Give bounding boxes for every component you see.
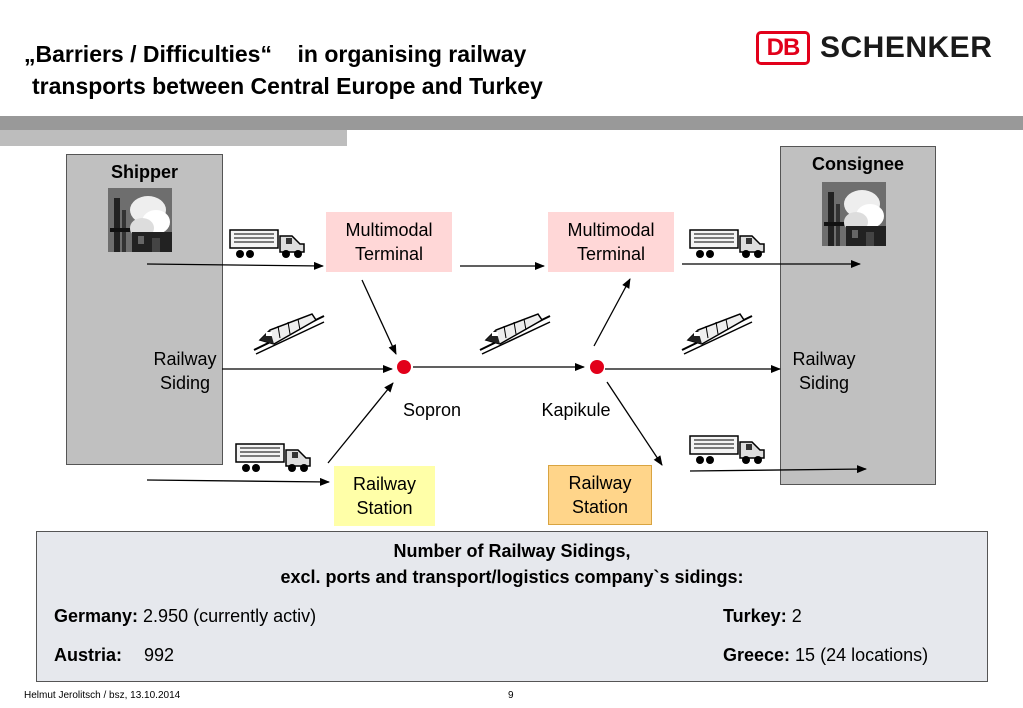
terminal-left-line-1: Multimodal — [345, 220, 433, 240]
title-line-1: „Barriers / Difficulties“ in organising … — [24, 41, 527, 67]
turkey-value: 2 — [786, 606, 802, 626]
arrow-shipper-to-station — [146, 477, 330, 486]
station-left-line-1: Railway — [352, 474, 417, 494]
railway-station-right: Railway Station — [548, 465, 652, 525]
austria-entry: Austria: 992 — [54, 645, 174, 666]
footer-author: Helmut Jerolitsch / bsz, 13.10.2014 — [24, 690, 181, 701]
station-left-line-2: Station — [356, 498, 413, 518]
consignee-label: Consignee — [811, 154, 904, 174]
railway-station-left: Railway Station — [334, 466, 435, 526]
turkey-label: Turkey: — [723, 606, 787, 626]
title-line-2: transports between Central Europe and Tu… — [32, 73, 543, 99]
left-siding-line-2: Siding — [159, 373, 211, 393]
train-icon — [681, 313, 753, 355]
arrow-terminal-to-sopron — [361, 279, 397, 355]
node-label-kapikule: Kapikule — [541, 400, 611, 420]
multimodal-terminal-right: Multimodal Terminal — [548, 212, 674, 272]
station-right-line-1: Railway — [568, 473, 632, 493]
arrow-shipper-to-terminal — [146, 261, 324, 270]
node-sopron — [397, 360, 411, 374]
germany-label: Germany: — [54, 606, 139, 626]
info-heading-line-2: excl. ports and transport/logistics comp… — [280, 567, 744, 587]
greece-entry: Greece: 15 (24 locations) — [723, 645, 928, 666]
terminal-right-line-1: Multimodal — [567, 220, 655, 240]
db-schenker-logo: DB SCHENKER — [756, 30, 992, 66]
arrow-station-to-consignee — [689, 465, 867, 474]
germany-value: 2.950 (currently activ) — [138, 606, 317, 626]
slide-title: „Barriers / Difficulties“ in organising … — [24, 38, 543, 102]
truck-icon — [229, 229, 305, 258]
terminal-left-line-2: Terminal — [354, 244, 424, 264]
greece-value: 15 (24 locations) — [790, 645, 929, 665]
right-siding-label: Railway Siding — [782, 347, 866, 395]
header-band — [0, 116, 1023, 130]
right-siding-line-2: Siding — [798, 373, 850, 393]
info-heading-line-1: Number of Railway Sidings, — [393, 541, 631, 561]
right-siding-line-1: Railway — [792, 349, 856, 369]
austria-value: 992 — [144, 645, 175, 665]
factory-icon — [108, 188, 172, 252]
terminal-right-line-2: Terminal — [576, 244, 646, 264]
austria-label: Austria: — [54, 645, 123, 665]
greece-label: Greece: — [723, 645, 791, 665]
train-icon — [253, 313, 325, 355]
schenker-wordmark: SCHENKER — [820, 31, 993, 64]
arrow-station-to-sopron — [327, 382, 394, 464]
shipper-label: Shipper — [110, 162, 178, 182]
station-right-line-2: Station — [571, 497, 629, 517]
node-kapikule — [590, 360, 604, 374]
header-band-accent — [0, 130, 347, 146]
page-number: 9 — [508, 690, 514, 701]
node-label-sopron: Sopron — [402, 400, 462, 420]
truck-icon — [689, 435, 765, 464]
germany-entry: Germany: 2.950 (currently activ) — [54, 606, 316, 627]
arrow-kapikule-to-terminal — [593, 278, 631, 347]
arrow-kapikule-to-station — [606, 381, 663, 466]
train-icon — [479, 313, 551, 355]
sidings-info-box: Number of Railway Sidings, excl. ports a… — [36, 531, 988, 682]
truck-icon — [235, 443, 311, 472]
left-siding-line-1: Railway — [153, 349, 217, 369]
factory-icon — [822, 182, 886, 246]
left-siding-label: Railway Siding — [143, 347, 227, 395]
multimodal-terminal-left: Multimodal Terminal — [326, 212, 452, 272]
truck-icon — [689, 229, 765, 258]
turkey-entry: Turkey: 2 — [723, 606, 802, 627]
db-logo-mark: DB — [756, 31, 810, 65]
